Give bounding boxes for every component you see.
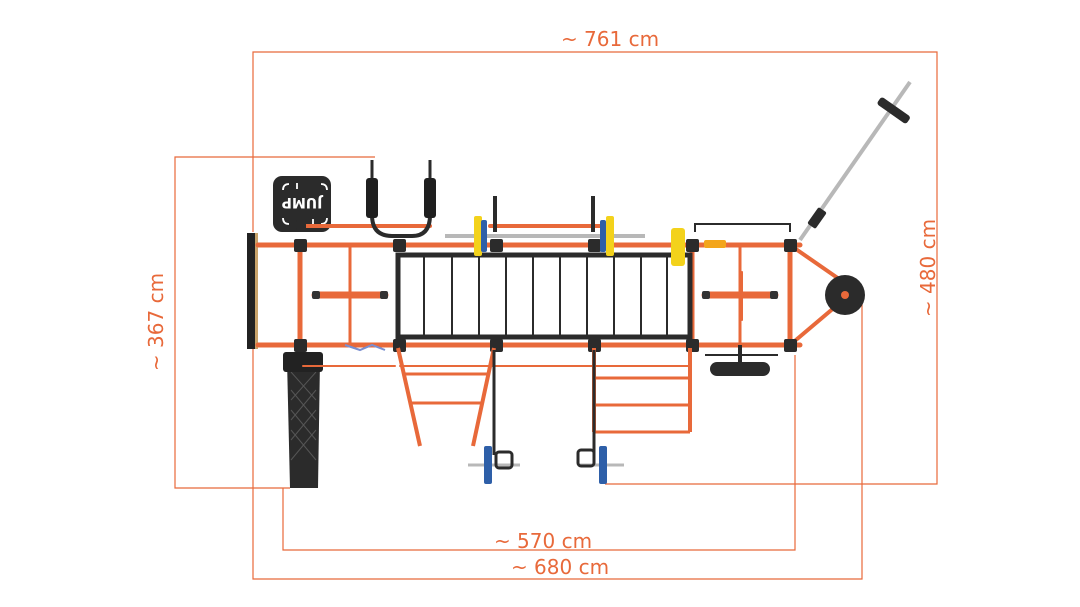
dim-line-inner-length	[282, 355, 796, 551]
right-equipment	[694, 223, 791, 376]
dim-line-base-length	[252, 300, 863, 580]
handle-grips	[312, 291, 778, 299]
frame-joints	[294, 220, 797, 352]
dim-label-overall-width: ~ 480 cm	[916, 219, 940, 317]
dim-line-overall	[252, 51, 938, 485]
pull-up-grid-icon	[395, 252, 693, 340]
ladder-icon	[396, 347, 692, 447]
dim-label-base-length: ~ 680 cm	[511, 555, 609, 579]
jump-box-label: JUMP	[282, 194, 324, 210]
wall-ball-target	[825, 275, 865, 315]
dim-line-frame-width	[174, 156, 375, 489]
wall-panel	[247, 233, 258, 349]
weight-plate-icon	[474, 216, 685, 266]
landmine-attachments	[468, 350, 624, 484]
dim-label-frame-width: ~ 367 cm	[144, 273, 168, 371]
dim-label-inner-length: ~ 570 cm	[494, 529, 592, 553]
dim-label-overall-length: ~ 761 cm	[561, 27, 659, 51]
jump-box-icon: JUMP	[273, 176, 331, 232]
dip-handles	[366, 178, 436, 218]
diagonal-barbell-icon	[798, 80, 912, 242]
dimension-lines	[174, 51, 938, 580]
ab-bench	[283, 352, 323, 488]
climbing-rope-icon	[344, 343, 386, 352]
